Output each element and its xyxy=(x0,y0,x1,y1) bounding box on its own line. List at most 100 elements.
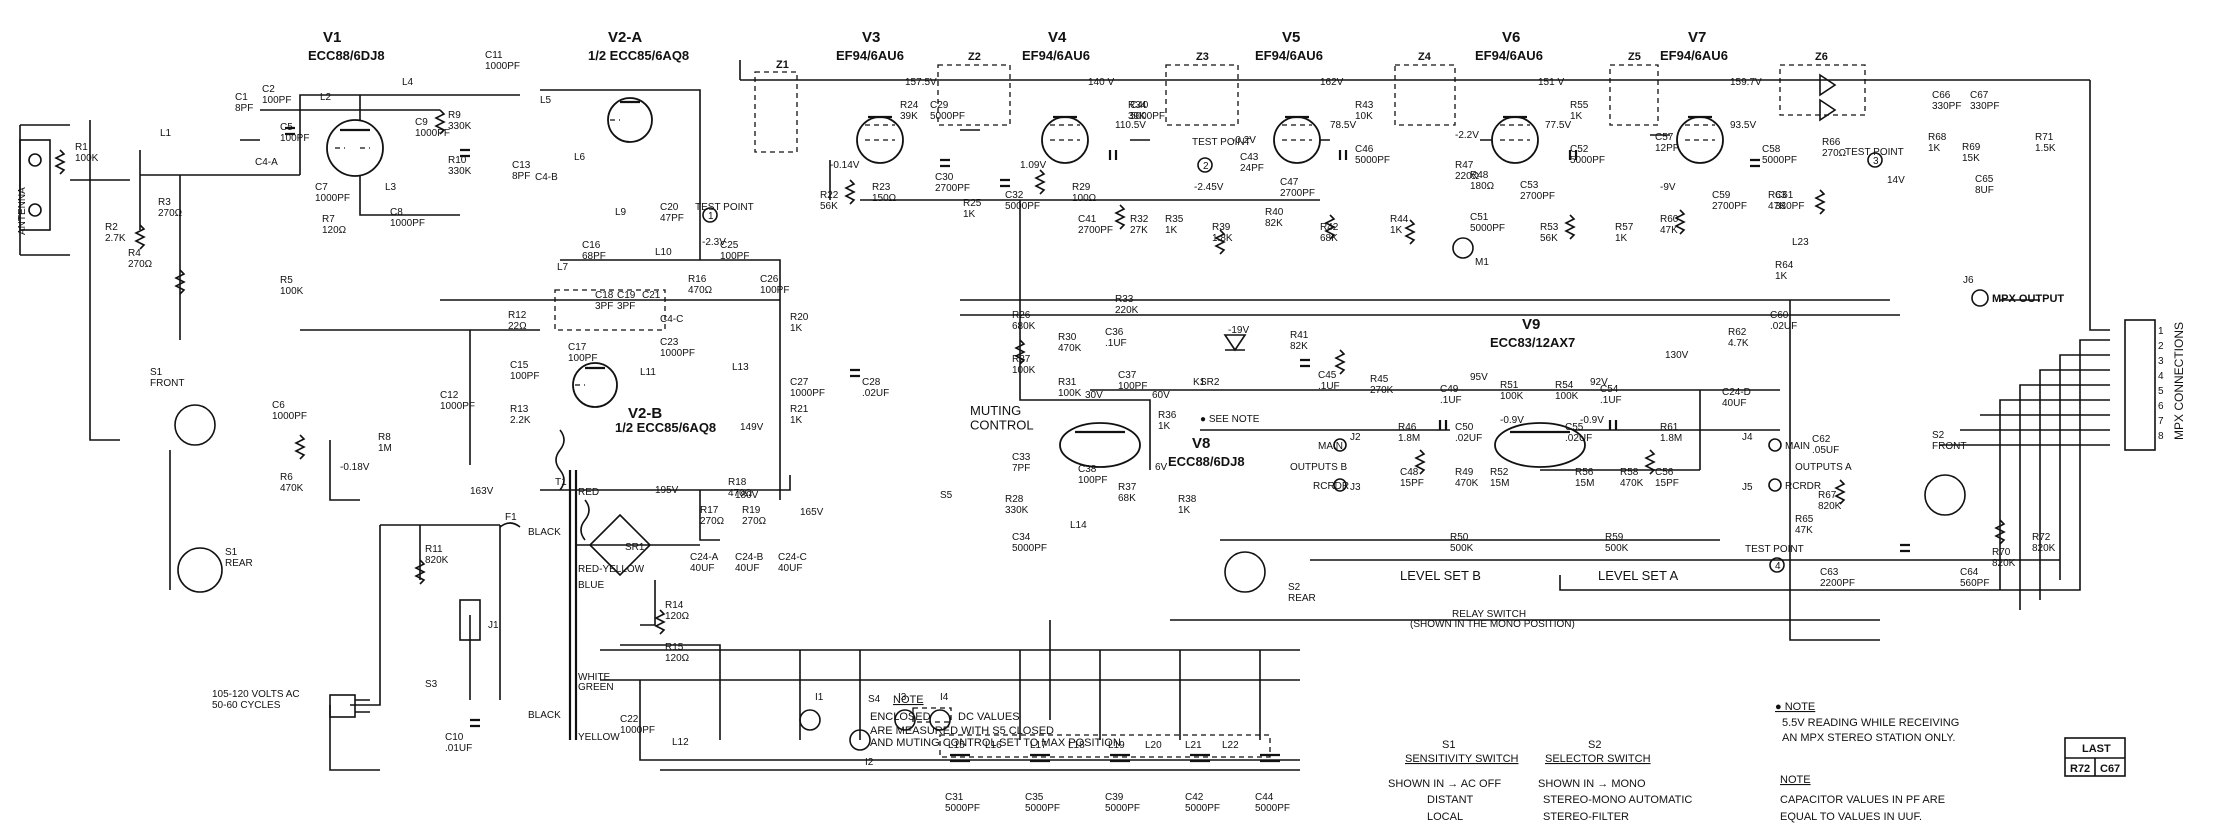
c28-label: C28.02UF xyxy=(862,377,889,399)
c62-label: C62.05UF xyxy=(1812,434,1839,456)
s1-legend-sub: SENSITIVITY SWITCH xyxy=(1405,753,1519,765)
t1-label: T1 xyxy=(555,477,567,488)
power-section xyxy=(19,73,2156,777)
c36-label: C36.1UF xyxy=(1105,327,1127,349)
s2-legend-shown: SHOWN IN → MONO xyxy=(1538,778,1646,790)
j1-block xyxy=(459,599,481,641)
tube-v8-type: ECC88/6DJ8 xyxy=(1168,454,1245,469)
l12-label: L12 xyxy=(672,737,689,748)
note-2-line2: EQUAL TO VALUES IN UUF. xyxy=(1780,811,1922,823)
wire-yellow: YELLOW xyxy=(578,732,620,743)
note-left-title: NOTE xyxy=(893,694,924,706)
j3-label: J3 xyxy=(1350,482,1361,493)
l15-label: L15 xyxy=(948,740,965,751)
note-2-line1: CAPACITOR VALUES IN PF ARE xyxy=(1780,794,1945,806)
relay-switch-label: RELAY SWITCH xyxy=(1452,609,1526,620)
note-2-title: NOTE xyxy=(1780,774,1811,786)
f1-fuse xyxy=(499,522,521,528)
antenna-block xyxy=(19,139,51,231)
s2-legend-2: STEREO-MONO AUTOMATIC xyxy=(1543,794,1692,806)
tube-v9-envelope xyxy=(1494,422,1586,468)
l3-label: L3 xyxy=(385,182,397,193)
s1-rear-wafer xyxy=(177,547,223,593)
tube-v2a-type: 1/2 ECC85/6AQ8 xyxy=(588,48,689,63)
l19-label: L19 xyxy=(1108,740,1125,751)
c21-label: C21 xyxy=(642,290,661,301)
z4-label: Z4 xyxy=(1418,51,1432,63)
section-labels: TEST POINT 1 TEST POINT 2 TEST POINT 3 T… xyxy=(150,137,2186,743)
mpx-output-label: MPX OUTPUT xyxy=(1992,293,2064,305)
wire-red-yellow: RED-YELLOW xyxy=(578,564,645,575)
sr1-bridge xyxy=(588,513,652,577)
c50-label: C50.02UF xyxy=(1455,422,1482,444)
l14-label: L14 xyxy=(1070,520,1087,531)
s1-legend-title: S1 xyxy=(1442,739,1455,751)
mpx-pin-5: 5 xyxy=(2158,386,2164,397)
see-note-label: ● SEE NOTE xyxy=(1200,414,1260,425)
relay-switch-sub: (SHOWN IN THE MONO POSITION) xyxy=(1410,619,1575,630)
test-point-2-number: 2 xyxy=(1203,161,1209,172)
tube-v7-type: EF94/6AU6 xyxy=(1660,48,1728,63)
l21-label: L21 xyxy=(1185,740,1202,751)
c60-label: C60.02UF xyxy=(1770,310,1797,332)
rcrdr-b-label: RCRDR xyxy=(1313,481,1349,492)
k1-label: K1 xyxy=(1193,377,1206,388)
z2-label: Z2 xyxy=(968,51,981,63)
v3-plate-voltage: 157.5V xyxy=(905,77,937,88)
tube-v6-envelope xyxy=(1491,116,1539,164)
tube-v1-envelope xyxy=(326,119,384,177)
z5-voltage: -9V xyxy=(1660,182,1676,193)
z5-box xyxy=(1609,64,1659,126)
mpx-pin-7: 7 xyxy=(2158,416,2164,427)
note-left-enclosed: ENCLOSED xyxy=(870,711,931,723)
l23-label: L23 xyxy=(1792,237,1809,248)
i4-label: I4 xyxy=(940,692,949,703)
v9-voltage-b: -0.9V xyxy=(1500,415,1524,426)
